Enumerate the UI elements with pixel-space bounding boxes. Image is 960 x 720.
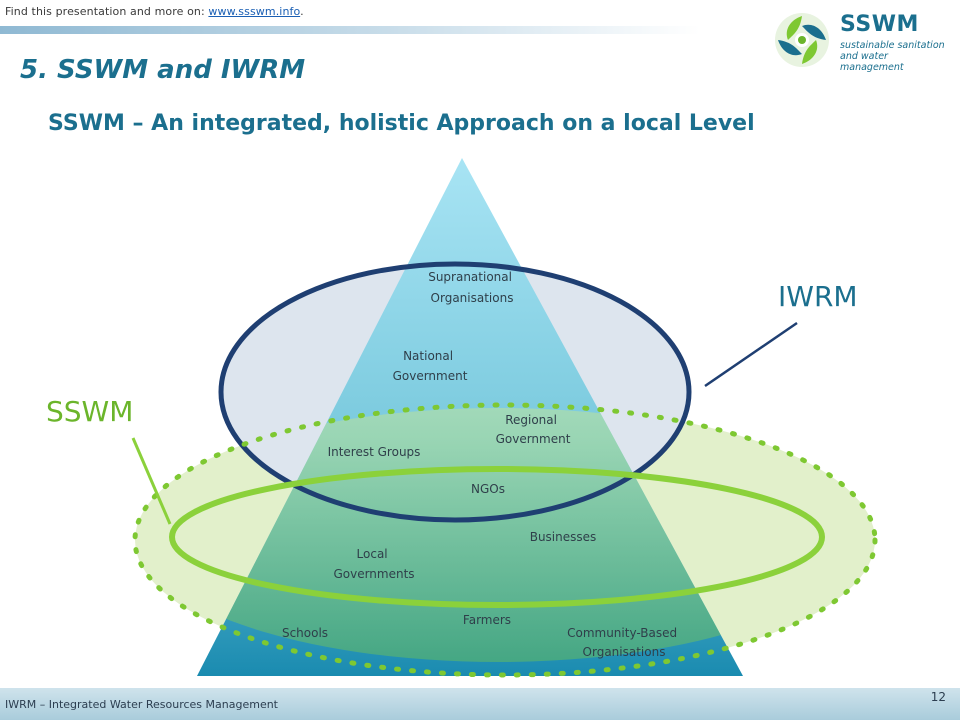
logo-tagline: sustainable sanitation and water managem… [840,40,950,73]
level-community-based-organisations: Community-Based Organisations [567,626,681,659]
logo-name: SSWM [840,12,919,37]
ssswm-link[interactable]: www.ssswm.info [208,5,301,18]
sswm-inner-ring [169,466,825,608]
find-prefix: Find this presentation and more on: [5,5,209,18]
level-businesses: Businesses [530,530,597,544]
footer-text: IWRM – Integrated Water Resources Manage… [5,698,278,711]
slide-subtitle: SSWM – An integrated, holistic Approach … [48,111,755,136]
footer-bar [0,688,960,720]
sswm-logo-icon [775,13,829,67]
sswm-logo: SSWM sustainable sanitation and water ma… [770,10,950,73]
find-suffix: . [300,5,304,18]
logo-tagline-line2: and water management [840,51,904,73]
level-regional-government: Regional Government [496,413,571,446]
sswm-label: SSWM [46,395,133,428]
iwrm-ring [218,261,692,523]
level-schools: Schools [282,626,328,640]
top-rule [0,26,700,34]
top-header: Find this presentation and more on: www.… [0,0,960,40]
sswm-callout-line [131,437,172,525]
logo-tagline-line1: sustainable sanitation [840,40,945,51]
iwrm-label: IWRM [778,280,858,313]
section-title: 5. SSWM and IWRM [20,55,306,85]
iwrm-callout-line [704,321,798,388]
level-farmers: Farmers [463,613,511,627]
page-number: 12 [930,690,946,704]
level-national-government: National Government [393,349,468,383]
find-presentation-text: Find this presentation and more on: www.… [5,5,304,18]
level-interest-groups: Interest Groups [328,445,421,459]
level-ngos: NGOs [471,482,505,496]
sswm-dotted-ring [132,402,878,678]
level-local-governments: Local Governments [333,547,414,581]
level-supranational: Supranational Organisations [428,270,516,305]
